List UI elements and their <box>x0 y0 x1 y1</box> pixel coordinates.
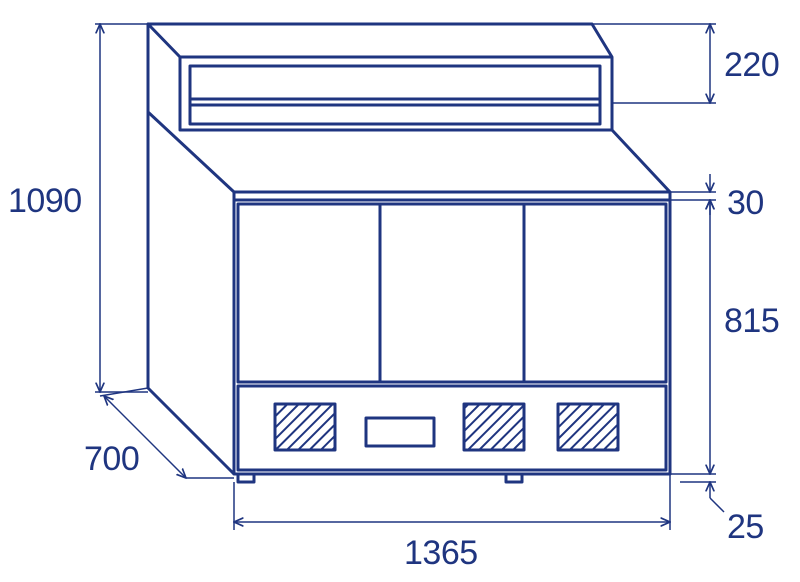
display-height-label: 220 <box>724 46 779 84</box>
feet <box>236 472 524 484</box>
depth-dim-line <box>104 396 186 478</box>
door-frame <box>236 202 668 384</box>
depth-label: 700 <box>84 440 139 478</box>
width-label: 1365 <box>404 534 478 572</box>
vent-grille-1 <box>273 402 337 452</box>
dimension-lines <box>95 24 725 530</box>
vent-grille-3 <box>556 402 620 452</box>
dimension-labels: 1090 220 30 815 25 1365 700 <box>8 46 780 572</box>
cabinet-left-side <box>146 112 236 476</box>
foot-right <box>504 472 524 484</box>
line-art <box>95 22 725 530</box>
feet-height-label: 25 <box>727 508 764 546</box>
top-thickness-label: 30 <box>727 184 764 222</box>
foot-left <box>236 472 256 484</box>
cabinet-front <box>232 198 672 476</box>
feet-height-leader <box>709 497 725 513</box>
total-height-label: 1090 <box>8 182 82 220</box>
base-panel <box>236 384 668 472</box>
base-details <box>273 402 620 452</box>
top-display-unit <box>146 22 614 132</box>
cabinet-top-slope <box>146 110 236 194</box>
display-front-frame <box>146 22 614 132</box>
cabinet-body <box>146 110 672 476</box>
cabinet-counter-top <box>180 128 672 202</box>
cabinet-height-label: 815 <box>724 302 779 340</box>
display-window <box>188 64 602 126</box>
vent-grille-2 <box>462 402 526 452</box>
control-panel <box>364 416 436 448</box>
